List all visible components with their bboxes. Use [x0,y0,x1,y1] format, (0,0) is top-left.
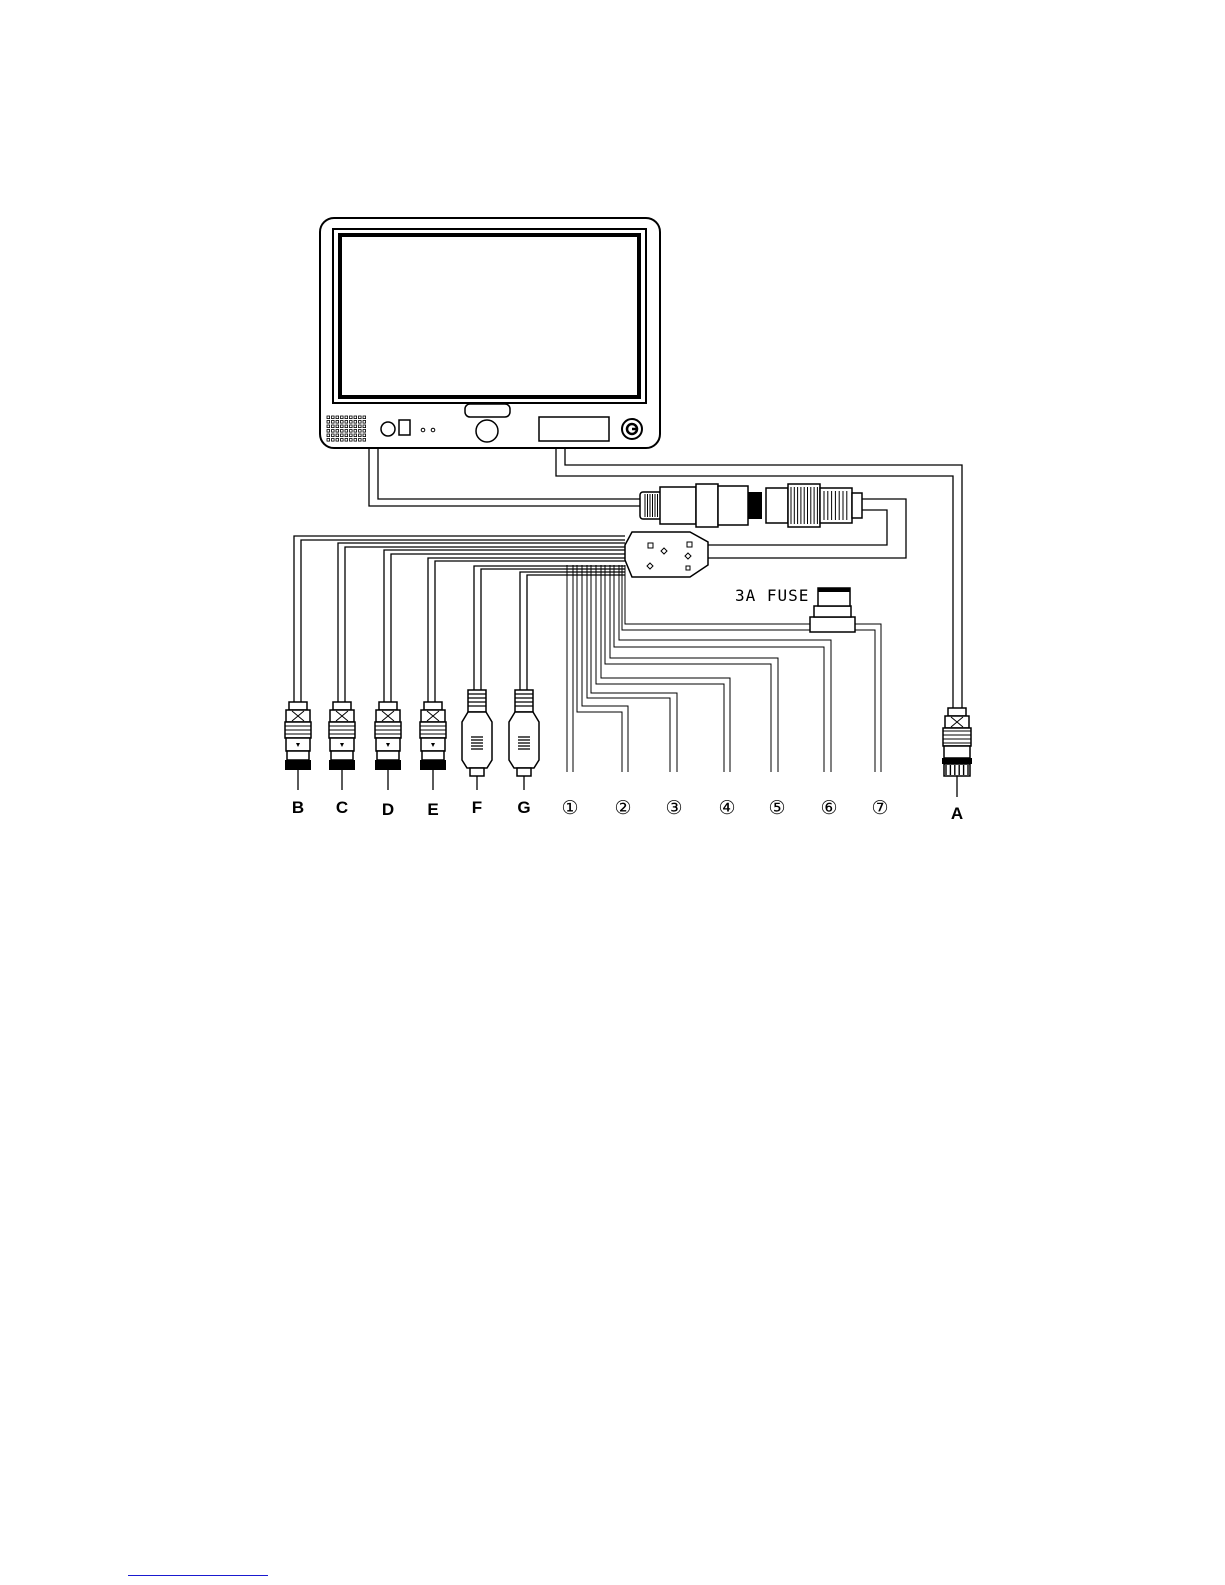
wire-label-7: ⑦ [871,797,888,819]
label-b: B [292,798,304,817]
label-f: F [472,798,482,817]
connector-wires [294,536,625,702]
label-g: G [517,798,530,817]
footer-link-underline [128,1575,268,1576]
wire-label-5: ⑤ [768,797,785,819]
button-icon [381,422,395,436]
rca-plug-f [462,690,492,790]
monitor [320,218,660,448]
bnc-plug-e [420,702,446,790]
bnc-plug-b [285,702,311,790]
bnc-plug-d [375,702,401,790]
wire-label-6: ⑥ [820,797,837,819]
splitter-block [625,532,708,577]
knob-icon [476,420,498,442]
camera-plug-a [942,708,972,797]
wire-label-3: ③ [665,797,682,819]
sensor-icon [399,420,410,435]
wire-label-2: ② [614,797,631,819]
inline-connector [640,484,862,527]
label-e: E [427,800,438,819]
wire-label-4: ④ [718,797,735,819]
label-d: D [382,800,394,819]
rca-plug-g [509,690,539,790]
label-a: A [951,804,963,823]
fuse-holder [810,588,855,632]
wire-label-1: ① [561,797,578,819]
power-icon [622,419,642,439]
display-window [539,417,609,441]
label-c: C [336,798,348,817]
bnc-plug-c [329,702,355,790]
fuse-label: 3A FUSE [735,586,809,605]
